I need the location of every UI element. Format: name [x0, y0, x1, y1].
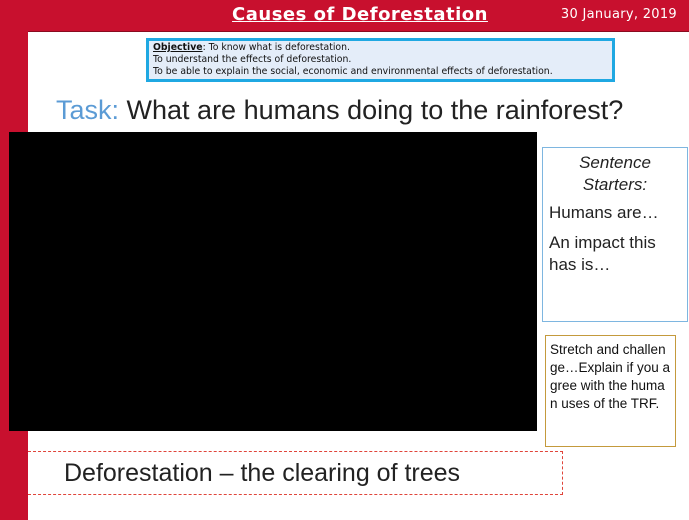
sentence-starters-title: Sentence Starters:: [579, 153, 651, 194]
objective-label: Objective: [153, 42, 203, 53]
sentence-starters-box: Sentence Starters: Humans are… An impact…: [542, 147, 688, 322]
task-label: Task:: [56, 95, 120, 125]
objective-text-1: : To know what is deforestation.: [202, 42, 350, 53]
slide-date: 30 January, 2019: [560, 7, 677, 22]
slide-title: Causes of Deforestation: [232, 4, 488, 25]
objective-line-1: Objective: To know what is deforestation…: [153, 42, 608, 54]
sentence-starter-2: An impact this has is…: [549, 233, 656, 274]
task-question: What are humans doing to the rainforest?: [119, 95, 624, 125]
objective-line-3: To be able to explain the social, econom…: [153, 66, 553, 77]
definition-box: Deforestation – the clearing of trees: [28, 451, 563, 495]
header-bar: [0, 0, 689, 31]
stretch-challenge-box: Stretch and challenge…Explain if you agr…: [545, 335, 676, 447]
sentence-starter-1: Humans are…: [549, 203, 659, 222]
header-divider: [28, 31, 689, 32]
objective-box: Objective: To know what is deforestation…: [146, 38, 615, 82]
task-heading: Task: What are humans doing to the rainf…: [56, 95, 623, 126]
objective-line-2: To understand the effects of deforestati…: [153, 54, 352, 65]
video-panel[interactable]: [9, 132, 537, 431]
